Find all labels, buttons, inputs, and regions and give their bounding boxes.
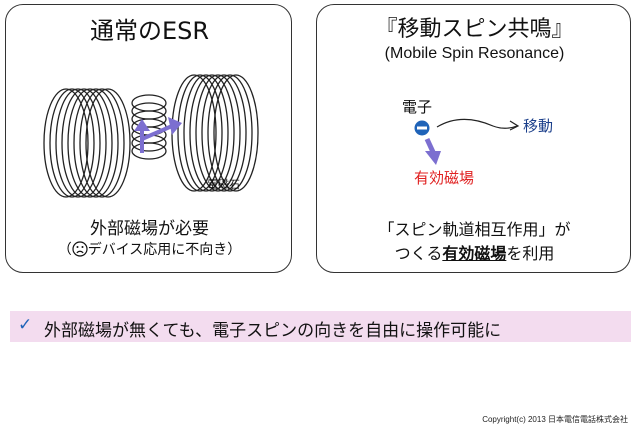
right-panel-subtitle: (Mobile Spin Resonance) xyxy=(384,45,565,62)
panel-mobile-spin-resonance: 『移動スピン共鳴』 (Mobile Spin Resonance) 電子 移動 … xyxy=(316,4,631,273)
right-panel-title: 『移動スピン共鳴』 xyxy=(375,17,574,42)
checkmark-icon: ✓ xyxy=(18,315,33,335)
panel-conventional-esr: 通常のESR xyxy=(5,4,292,273)
left-panel-title: 通常のESR xyxy=(89,17,210,45)
electromagnet-coils-illustration xyxy=(43,74,259,198)
banner-text: 外部磁場が無くても、電子スピンの向きを自由に操作可能に xyxy=(44,321,502,341)
effective-field-arrow xyxy=(424,137,441,165)
left-caption-line1: 外部磁場が必要 xyxy=(90,219,209,239)
caption-prefix: つくる xyxy=(394,244,443,263)
caption-suffix: を利用 xyxy=(506,244,555,263)
right-coil xyxy=(171,74,259,192)
movement-arrow xyxy=(436,118,518,129)
left-caption-line2: （ デバイス応用に不向き） xyxy=(6,239,293,261)
movement-label: 移動 xyxy=(523,117,554,135)
right-caption-line2: つくる有効磁場を利用 xyxy=(317,240,632,264)
frown-face-icon xyxy=(72,241,88,261)
left-coil xyxy=(43,88,131,198)
copyright-notice: Copyright(c) 2013 日本電信電話株式会社 xyxy=(482,415,628,424)
right-caption-line1: 「スピン軌道相互作用」が xyxy=(378,220,571,239)
electromagnet-label: 電磁石 xyxy=(207,178,240,191)
caption-line2-text: デバイス応用に不向き） xyxy=(87,242,242,258)
caption-open-paren: （ xyxy=(57,242,72,258)
electron-label: 電子 xyxy=(402,98,433,116)
caption-emphasis: 有効磁場 xyxy=(442,244,507,263)
field-arrows xyxy=(134,117,182,153)
electron-motion-illustration xyxy=(414,118,520,165)
effective-field-label: 有効磁場 xyxy=(414,169,475,187)
summary-banner: ✓ 外部磁場が無くても、電子スピンの向きを自由に操作可能に xyxy=(10,311,631,342)
